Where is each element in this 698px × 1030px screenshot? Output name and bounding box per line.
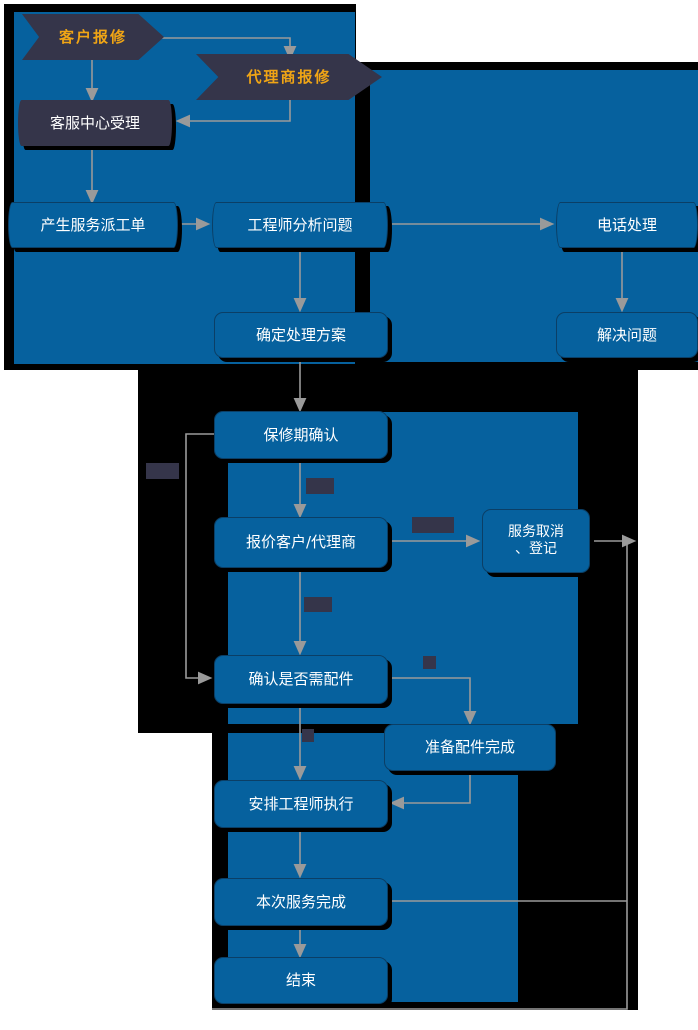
node-label: 工程师分析问题	[247, 215, 353, 234]
node-engineer-analyze[interactable]: 工程师分析问题	[212, 202, 388, 248]
node-end[interactable]: 结束	[214, 957, 388, 1004]
edge-label-chip-5	[302, 729, 314, 742]
edge-label-chip-4	[423, 656, 436, 669]
node-label: 电话处理	[596, 215, 657, 234]
node-determine-solution[interactable]: 确定处理方案	[214, 312, 388, 358]
node-label: 解决问题	[596, 325, 657, 344]
node-warranty-confirm[interactable]: 保修期确认	[214, 411, 388, 459]
node-confirm-parts-needed[interactable]: 确认是否需配件	[214, 655, 388, 704]
edge-label-chip-loop	[146, 463, 179, 479]
node-generate-work-order[interactable]: 产生服务派工单	[8, 202, 178, 248]
node-service-cancel-register[interactable]: 服务取消 、登记	[482, 509, 590, 573]
node-customer-report[interactable]: 客户报修	[22, 14, 164, 60]
node-label: 安排工程师执行	[248, 794, 354, 813]
node-label: 本次服务完成	[255, 892, 346, 911]
node-agent-report[interactable]: 代理商报修	[196, 54, 382, 100]
node-service-center-accept[interactable]: 客服中心受理	[18, 100, 172, 146]
node-label: 代理商报修	[246, 67, 332, 86]
node-label: 确定处理方案	[255, 325, 346, 344]
node-label: 报价客户/代理商	[245, 533, 357, 552]
node-label: 客户报修	[58, 27, 127, 46]
edge-label-chip-3	[304, 597, 332, 612]
node-label: 准备配件完成	[424, 738, 515, 757]
node-label: 确认是否需配件	[248, 670, 354, 689]
node-phone-handling[interactable]: 电话处理	[556, 202, 698, 248]
node-assign-engineer[interactable]: 安排工程师执行	[214, 780, 388, 828]
node-service-complete[interactable]: 本次服务完成	[214, 878, 388, 926]
edge-label-chip-1	[306, 478, 334, 494]
node-label: 结束	[285, 971, 316, 990]
node-problem-solved[interactable]: 解决问题	[556, 312, 698, 358]
node-quote-customer-agent[interactable]: 报价客户/代理商	[214, 517, 388, 568]
node-label: 客服中心受理	[49, 113, 140, 132]
node-label: 保修期确认	[263, 425, 339, 444]
node-label: 产生服务派工单	[40, 215, 146, 234]
node-label: 服务取消 、登记	[508, 523, 564, 558]
edge-label-chip-2	[412, 517, 454, 533]
node-parts-ready[interactable]: 准备配件完成	[384, 724, 556, 771]
